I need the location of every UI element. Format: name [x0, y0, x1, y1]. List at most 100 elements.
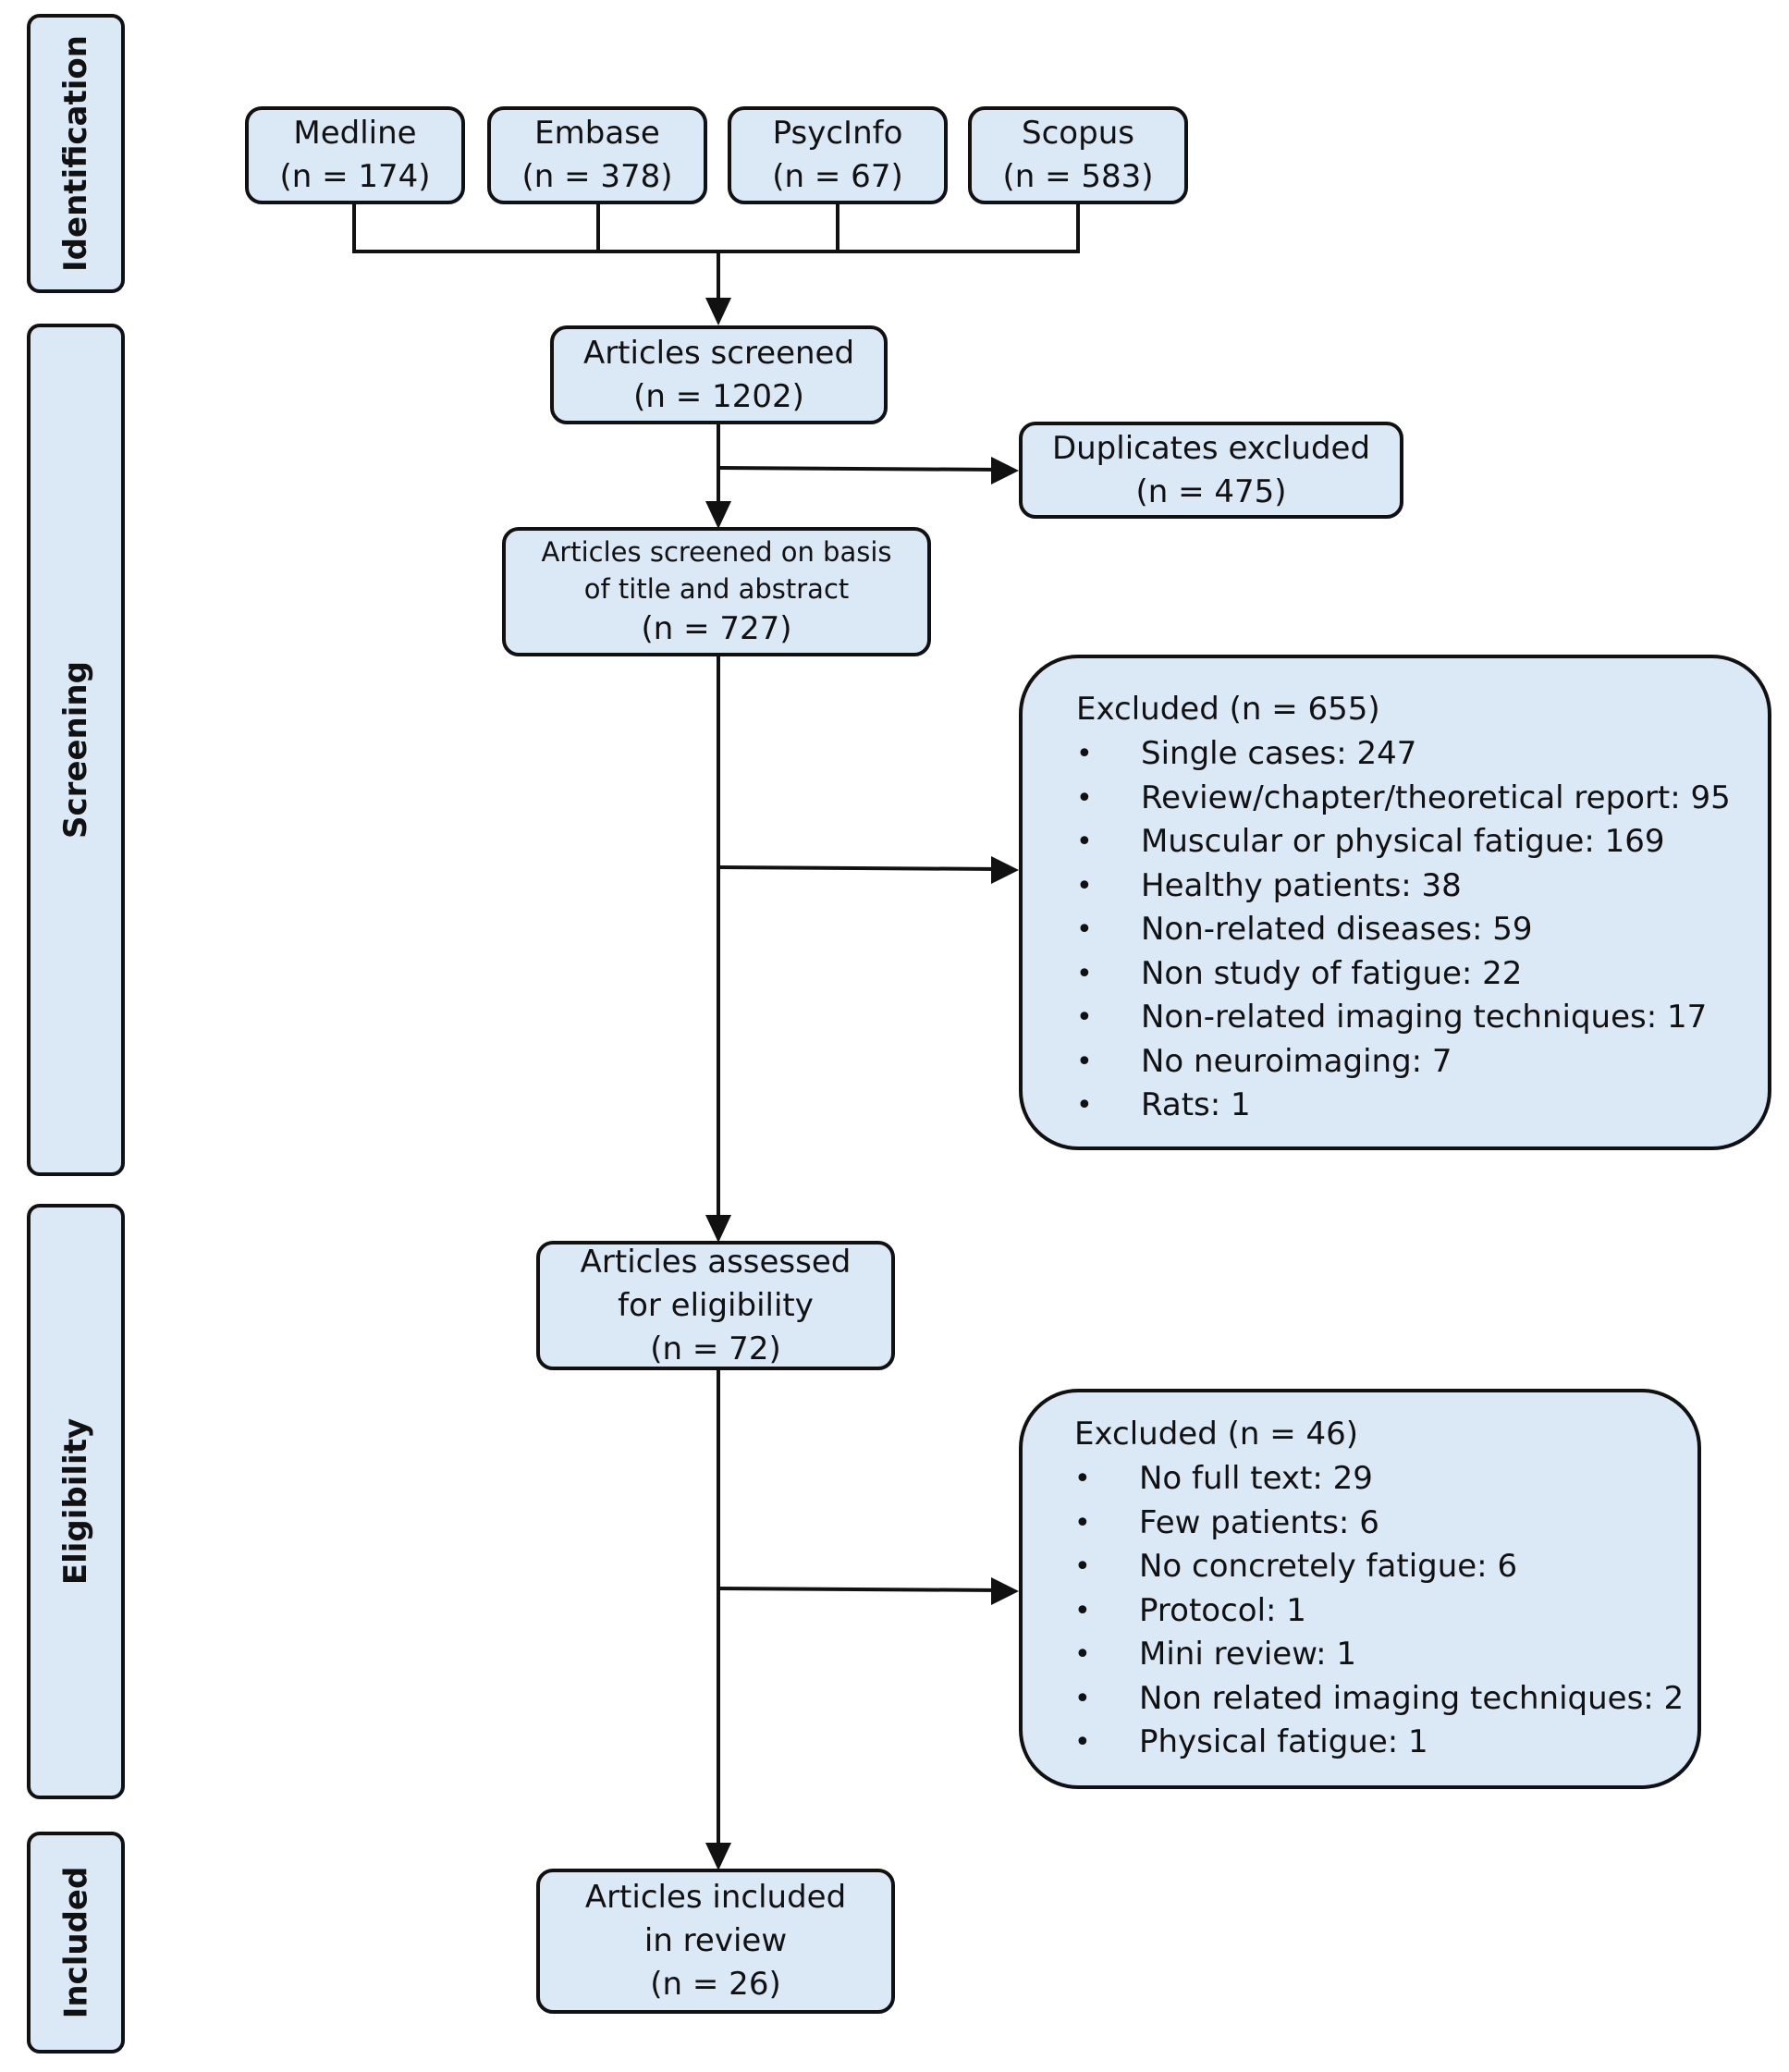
title-abstract-count: (n = 727) — [641, 609, 792, 647]
excluded-screening-item: • Rats: 1 — [1076, 1084, 1731, 1128]
excluded-screening-item: • Non-related imaging techniques: 17 — [1076, 996, 1731, 1040]
duplicates-box: Duplicates excluded (n = 475) — [1019, 422, 1403, 519]
source-name: PsycInfo — [772, 115, 903, 152]
arrowhead-right — [991, 856, 1019, 884]
bullet-icon: • — [1076, 913, 1093, 946]
item-text: Rats: 1 — [1141, 1086, 1251, 1123]
screened-box: Articles screened (n = 1202) — [550, 325, 888, 424]
screened-count: (n = 1202) — [633, 377, 804, 415]
source-count: (n = 67) — [772, 158, 903, 195]
bullet-icon: • — [1074, 1551, 1091, 1583]
phase-identification: Identification — [27, 14, 125, 293]
item-text: No neuroimaging: 7 — [1141, 1042, 1452, 1080]
excluded-eligibility-heading: Excluded (n = 46) — [1074, 1416, 1359, 1453]
bullet-icon: • — [1076, 1001, 1093, 1034]
excluded-eligibility-item: •Protocol: 1 — [1074, 1589, 1684, 1634]
excluded-eligibility-item: • Non related imaging techniques: 2 — [1074, 1677, 1684, 1722]
bullet-icon: • — [1076, 826, 1093, 858]
item-text: Mini review: 1 — [1139, 1636, 1357, 1673]
excluded-eligibility-item: • Mini review: 1 — [1074, 1633, 1684, 1677]
source-name: Medline — [293, 115, 417, 152]
arrowhead-right — [991, 1577, 1019, 1605]
excluded-screening-heading: Excluded (n = 655) — [1076, 691, 1380, 728]
bullet-icon: • — [1074, 1726, 1091, 1759]
included-line2: in review — [643, 1922, 788, 1959]
included-box: Articles included in review (n = 26) — [536, 1869, 895, 2014]
source-name: Embase — [534, 115, 660, 152]
excluded-screening-item: • Non-related diseases: 59 — [1076, 908, 1731, 952]
item-text: Non-related diseases: 59 — [1141, 911, 1533, 948]
eligibility-line1: Articles assessed — [580, 1243, 852, 1281]
screened-label: Articles screened — [582, 334, 855, 372]
item-text: Muscular or physical fatigue: 169 — [1141, 823, 1665, 860]
arrowhead-down — [705, 1843, 731, 1870]
duplicates-label: Duplicates excluded — [1051, 429, 1371, 467]
bullet-icon: • — [1076, 738, 1093, 770]
phase-eligibility: Eligibility — [27, 1204, 125, 1799]
source-count: (n = 174) — [279, 158, 431, 195]
item-text: Non study of fatigue: 22 — [1141, 954, 1523, 992]
included-line1: Articles included — [584, 1879, 847, 1916]
item-text: Single cases: 247 — [1141, 735, 1417, 772]
item-text: Healthy patients: 38 — [1141, 866, 1462, 904]
excluded-screening-item: • Non study of fatigue: 22 — [1076, 952, 1731, 997]
excluded-eligibility-item: • No full text: 29 — [1074, 1457, 1684, 1502]
arrow-to-duplicates — [717, 466, 1003, 472]
item-text: Physical fatigue: 1 — [1139, 1723, 1428, 1760]
eligibility-count: (n = 72) — [650, 1330, 781, 1367]
source-count: (n = 583) — [1002, 158, 1154, 195]
eligibility-box: Articles assessed for eligibility (n = 7… — [536, 1241, 895, 1370]
included-count: (n = 26) — [650, 1966, 781, 2003]
item-text: No full text: 29 — [1139, 1460, 1373, 1497]
item-text: No concretely fatigue: 6 — [1139, 1548, 1518, 1585]
bullet-icon: • — [1074, 1463, 1091, 1495]
excluded-screening-list: • Single cases: 247 • Review/chapter/theor… — [1076, 732, 1731, 1128]
title-abstract-box: Articles screened on basis of title and … — [502, 527, 931, 656]
phase-included: Included — [27, 1832, 125, 2054]
item-text: Non related imaging techniques: 2 — [1139, 1679, 1685, 1717]
bullet-icon: • — [1074, 1682, 1091, 1715]
excluded-eligibility-box: Excluded (n = 46) • No full text: 29 • Few… — [1019, 1389, 1701, 1789]
excluded-screening-item: • Single cases: 247 — [1076, 732, 1731, 777]
phase-eligibility-label: Eligibility — [57, 1417, 94, 1586]
phase-identification-label: Identification — [57, 35, 94, 272]
arrow-to-excluded-eligibility — [717, 1587, 1003, 1592]
item-text: Review/chapter/theoretical report: 95 — [1141, 779, 1731, 816]
duplicates-count: (n = 475) — [1135, 472, 1287, 510]
source-box-medline: Medline (n = 174) — [245, 106, 465, 204]
item-text: Non-related imaging techniques: 17 — [1141, 999, 1708, 1036]
source-box-psycinfo: PsycInfo (n = 67) — [728, 106, 948, 204]
item-text: Few patients: 6 — [1139, 1503, 1379, 1541]
bullet-icon: • — [1074, 1638, 1091, 1671]
bullet-icon: • — [1076, 1089, 1093, 1122]
excluded-eligibility-list: • No full text: 29 • Few patients: 6 • No c… — [1074, 1457, 1684, 1765]
source-count: (n = 378) — [521, 158, 673, 195]
source-box-scopus: Scopus (n = 583) — [968, 106, 1188, 204]
excluded-eligibility-item: • Physical fatigue: 1 — [1074, 1721, 1684, 1765]
arrowhead-down — [705, 501, 731, 529]
source-name: Scopus — [1022, 115, 1134, 152]
title-abstract-line1: Articles screened on basis — [541, 535, 892, 568]
arrowhead-down — [705, 298, 731, 325]
arrow-to-excluded-screening — [717, 865, 1003, 871]
title-abstract-line2: of title and abstract — [583, 572, 850, 605]
phase-screening-label: Screening — [57, 661, 94, 839]
excluded-eligibility-item: • Few patients: 6 — [1074, 1502, 1684, 1546]
bullet-icon: • — [1076, 869, 1093, 902]
phase-screening: Screening — [27, 324, 125, 1176]
bullet-icon: • — [1076, 1045, 1093, 1078]
bullet-icon: • — [1076, 957, 1093, 990]
item-text: Protocol: 1 — [1139, 1591, 1306, 1629]
eligibility-line2: for eligibility — [618, 1286, 814, 1324]
excluded-screening-item: • Healthy patients: 38 — [1076, 864, 1731, 909]
arrowhead-right — [991, 457, 1019, 484]
source-box-embase: Embase (n = 378) — [487, 106, 707, 204]
excluded-screening-item: • No neuroimaging: 7 — [1076, 1040, 1731, 1085]
excluded-eligibility-item: • No concretely fatigue: 6 — [1074, 1545, 1684, 1589]
phase-included-label: Included — [57, 1866, 95, 2019]
excluded-screening-item: • Muscular or physical fatigue: 169 — [1076, 820, 1731, 864]
bullet-icon: • — [1074, 1506, 1091, 1539]
bullet-icon: • — [1076, 781, 1093, 815]
excluded-screening-box: Excluded (n = 655) • Single cases: 247 • R… — [1019, 655, 1771, 1150]
